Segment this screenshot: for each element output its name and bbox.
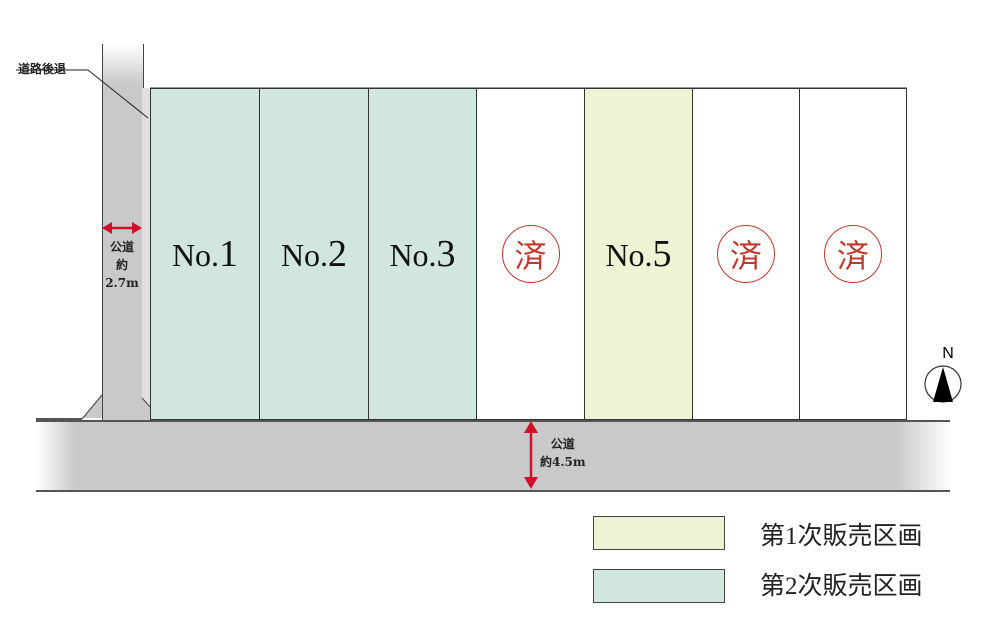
lot-label: No.3 [389,233,456,275]
lot-5[interactable]: No.5 [584,88,693,420]
side-road-label: 公道 約2.7m [102,238,142,292]
sold-stamp-icon: 済 [501,225,560,283]
lot-1[interactable]: No.1 [150,88,260,420]
front-road-width: 約4.5m [540,455,586,469]
side-road-name: 公道 [109,240,134,254]
front-road [36,420,950,492]
north-label: N [942,345,954,362]
lot-3[interactable]: No.3 [368,88,477,420]
sold-stamp-icon: 済 [717,225,775,283]
front-road-name: 公道 [550,437,575,451]
lot-6-sold[interactable]: 済 [692,88,800,420]
lot-7-sold[interactable]: 済 [799,88,907,420]
setback-label: 道路後退 [18,62,67,76]
lot-label: No.2 [280,233,348,275]
lot-label: No.5 [605,233,672,275]
legend-label-phase2: 第2次販売区画 [760,573,923,600]
legend-label-phase1: 第1次販売区画 [760,523,923,550]
sold-stamp-icon: 済 [824,225,882,283]
front-road-label: 公道 約4.5m [540,435,586,471]
lot-4-sold[interactable]: 済 [476,88,585,420]
legend-swatch-phase1 [593,516,725,550]
north-arrow-icon [924,365,962,403]
lot-2[interactable]: No.2 [259,88,369,420]
side-road-width: 約2.7m [105,258,139,290]
lot-label: No.1 [171,233,239,275]
legend-swatch-phase2 [593,569,725,603]
